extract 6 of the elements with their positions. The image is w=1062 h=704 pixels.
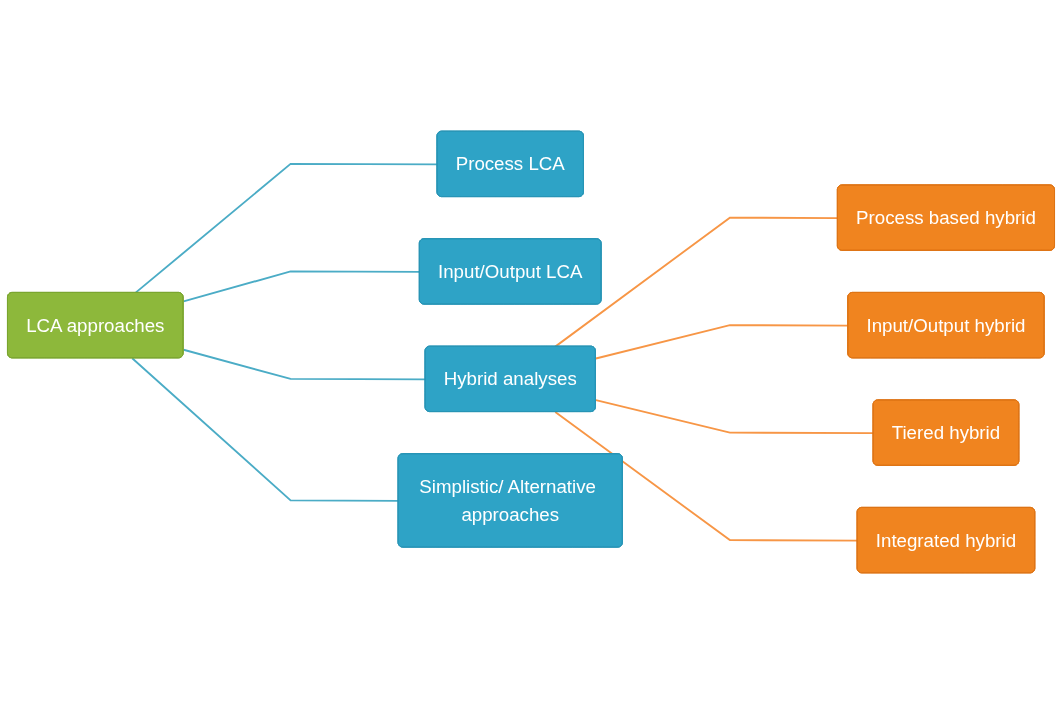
- connector: [182, 348, 427, 381]
- connector: [554, 216, 839, 348]
- connector: [554, 411, 859, 542]
- connector: [182, 270, 421, 303]
- connector: [594, 399, 875, 434]
- connector: [131, 357, 400, 502]
